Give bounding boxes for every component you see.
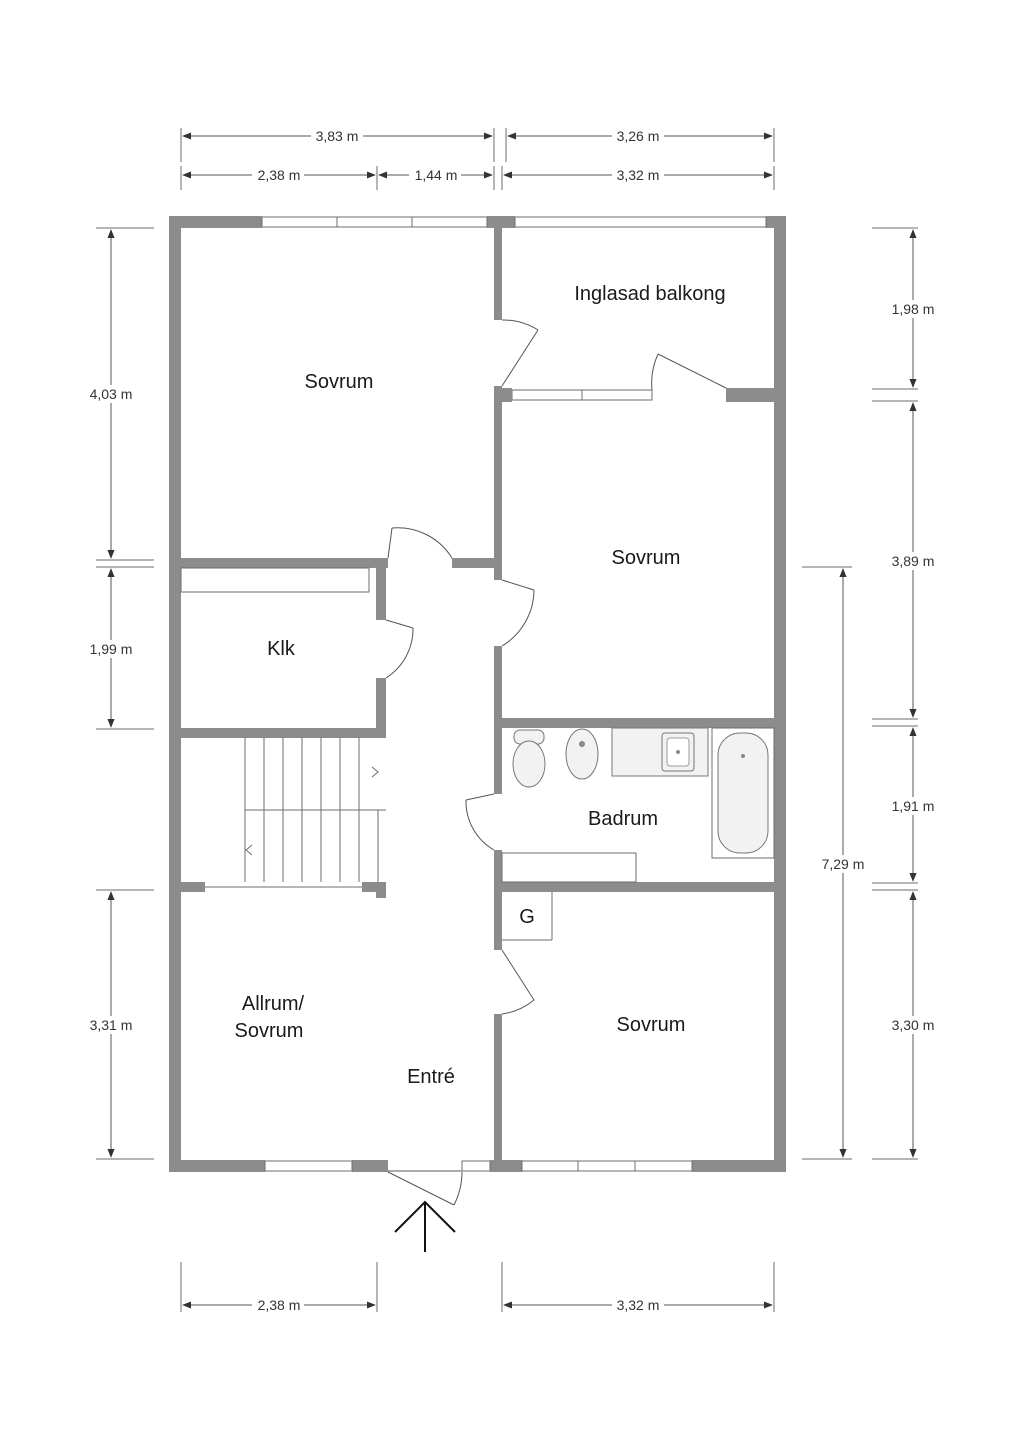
room-label-sovrum-right-mid: Sovrum (612, 547, 681, 569)
dim-top-left-a: 2,38 m (258, 167, 301, 183)
windows (261, 216, 767, 1172)
room-label-badrum: Badrum (588, 808, 658, 830)
dim-left-3: 3,31 m (90, 1017, 133, 1033)
dim-right-4: 3,30 m (892, 1017, 935, 1033)
doors (385, 319, 727, 1206)
dim-right-2: 3,89 m (892, 553, 935, 569)
toilet-icon (512, 740, 546, 788)
dim-right-3: 1,91 m (892, 798, 935, 814)
dim-left-1: 4,03 m (90, 386, 133, 402)
dim-top-total-left: 3,83 m (316, 128, 359, 144)
bidet-icon (565, 728, 599, 780)
dim-bottom-left: 2,38 m (258, 1297, 301, 1313)
staircase (205, 738, 386, 888)
bathtub-icon (717, 732, 769, 854)
dim-right-1: 1,98 m (892, 301, 935, 317)
room-label-allrum: Allrum/ (242, 993, 305, 1015)
dim-right-total: 7,29 m (822, 856, 865, 872)
room-labels: Sovrum Inglasad balkong Sovrum Klk Badru… (235, 283, 726, 1088)
outer-walls (169, 216, 786, 1172)
room-label-sovrum-bottom-right: Sovrum (617, 1014, 686, 1036)
room-label-entre: Entré (407, 1066, 455, 1088)
dim-top-left-b: 1,44 m (415, 167, 458, 183)
room-label-sovrum-top-left: Sovrum (305, 371, 374, 393)
dim-top-total-right: 3,26 m (617, 128, 660, 144)
dimension-labels: 3,83 m 3,26 m 2,38 m 1,44 m 3,32 m 4,03 … (84, 127, 944, 1314)
interior-walls (180, 216, 786, 1172)
dim-bottom-right: 3,32 m (617, 1297, 660, 1313)
room-label-g: G (519, 906, 535, 928)
dim-top-right: 3,32 m (617, 167, 660, 183)
room-label-balkong: Inglasad balkong (574, 283, 725, 305)
entrance-arrow-icon (394, 1200, 456, 1252)
room-label-allrum-sovrum: Sovrum (235, 1020, 304, 1042)
dim-left-2: 1,99 m (90, 641, 133, 657)
room-label-klk: Klk (267, 638, 296, 660)
bathroom-fixtures (501, 727, 775, 883)
